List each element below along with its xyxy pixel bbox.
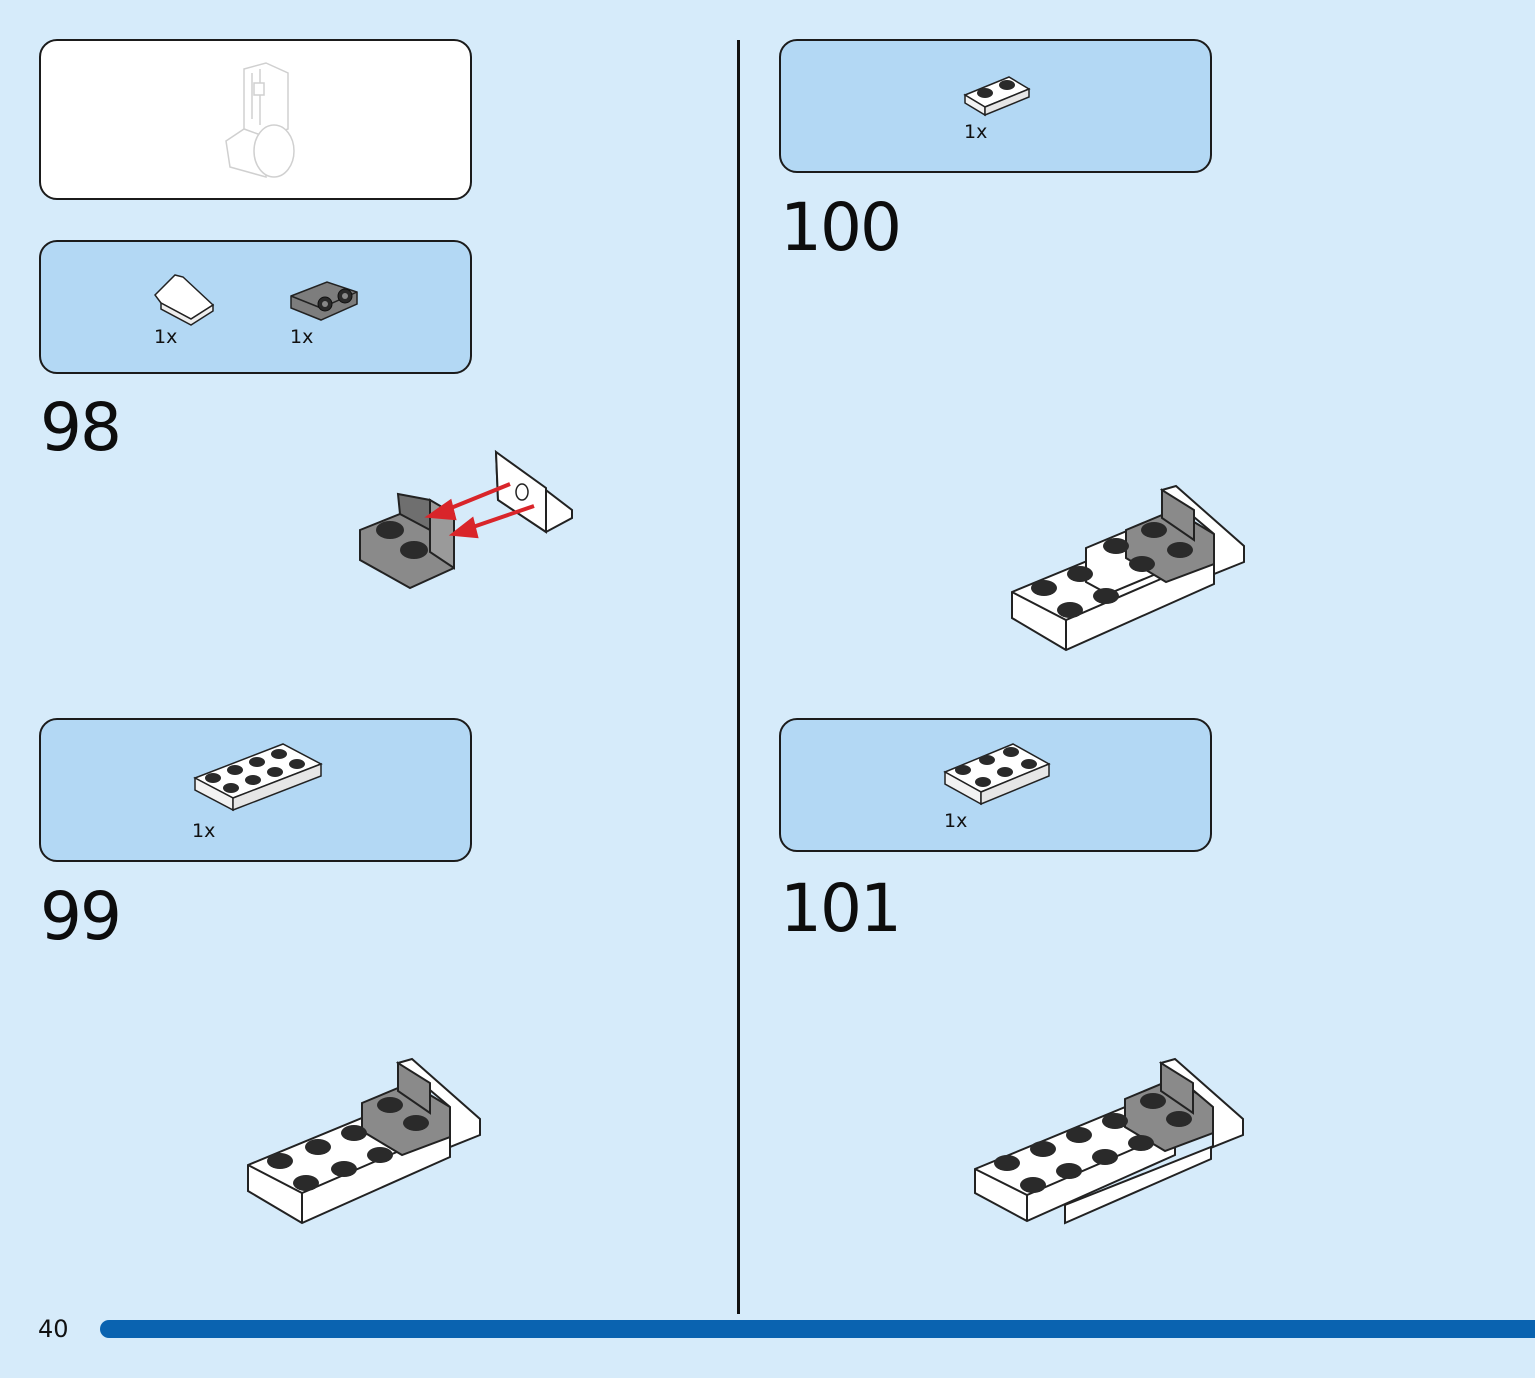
step-100-parts-panel: 1x — [779, 39, 1212, 173]
previous-assembly-illustration — [225, 62, 295, 178]
white-plate-2x4-part-icon — [193, 743, 323, 812]
step-98-part-2-qty: 1x — [290, 326, 314, 348]
step-99-illustration — [247, 1057, 481, 1225]
column-divider — [737, 40, 740, 1314]
previous-assembly-panel — [39, 39, 472, 200]
step-100-part-1-qty: 1x — [964, 121, 988, 143]
step-101-parts-panel: 1x — [779, 718, 1212, 852]
white-plate-2x3-part-icon — [943, 743, 1051, 806]
progress-bar — [100, 1320, 1535, 1338]
step-number-99: 99 — [40, 878, 122, 955]
step-99-part-1-qty: 1x — [192, 820, 216, 842]
gray-bracket-part-icon — [290, 281, 358, 321]
step-98-illustration — [359, 449, 573, 590]
step-100-illustration — [1011, 484, 1245, 652]
white-slope-part-icon — [154, 274, 215, 326]
step-101-illustration — [974, 1057, 1244, 1225]
white-plate-1x2-part-icon — [963, 76, 1031, 117]
step-101-part-1-qty: 1x — [944, 810, 968, 832]
step-98-part-1-qty: 1x — [154, 326, 178, 348]
step-number-101: 101 — [780, 870, 902, 947]
step-98-parts-panel: 1x 1x — [39, 240, 472, 374]
step-number-100: 100 — [780, 189, 902, 266]
step-99-parts-panel: 1x — [39, 718, 472, 862]
page-number: 40 — [38, 1315, 69, 1343]
step-number-98: 98 — [40, 389, 122, 466]
